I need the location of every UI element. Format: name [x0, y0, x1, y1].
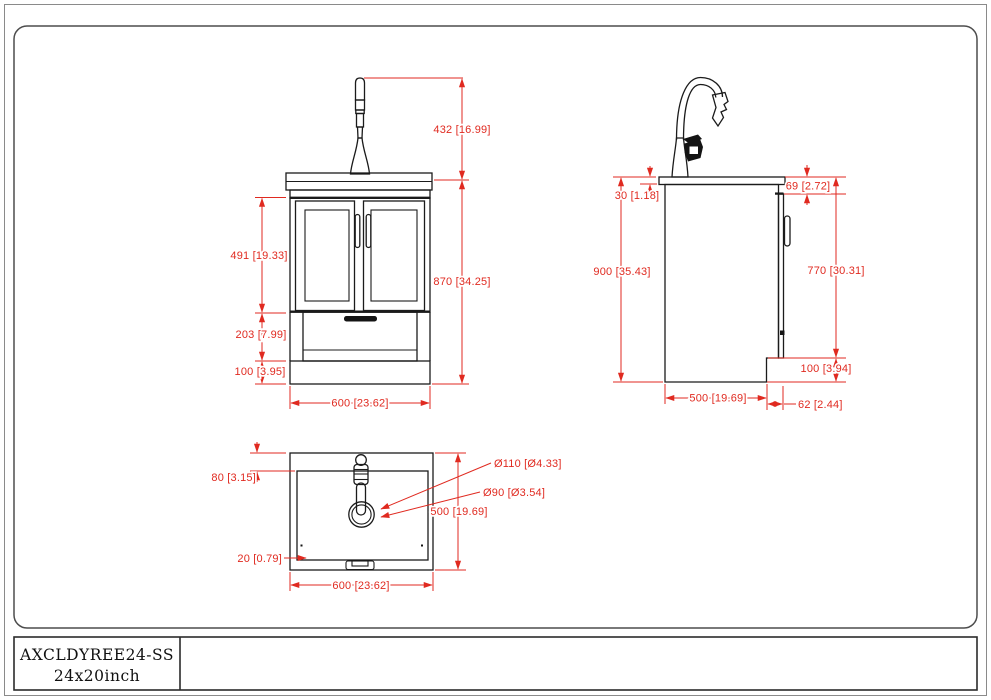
- top-overflow: [345, 560, 375, 571]
- dim-side-depth: 500 [19.69]: [689, 393, 746, 405]
- dim-side-toekick-height: 100 [3.94]: [801, 363, 852, 375]
- side-faucet: [671, 76, 729, 178]
- dim-top-back-rim: 80 [3.15]: [211, 472, 256, 484]
- model-number: AXCLDYREE24-SS: [19, 646, 174, 664]
- dim-top-depth: 500 [19.69]: [430, 506, 487, 518]
- title-table: [13, 636, 978, 691]
- dim-side-door-height: 770 [30.31]: [807, 265, 864, 277]
- side-countertop: [658, 176, 786, 186]
- title-block: AXCLDYREE24-SS 24x20inch: [13, 636, 978, 691]
- dim-front-door-section: 491 [19.33]: [230, 250, 287, 262]
- side-door-handle: [783, 215, 791, 247]
- dim-front-width: 600 [23.62]: [331, 398, 388, 410]
- dim-front-overall-height: 870 [34.25]: [433, 276, 490, 288]
- dim-side-overall-height: 900 [35.43]: [593, 266, 650, 278]
- drawer-handle: [344, 316, 377, 322]
- front-view: 432 [16.99] 870 [34.25] 491 [19.33] 203 …: [229, 77, 492, 411]
- door-bumper: [780, 330, 785, 335]
- dim-side-toekick-recess: 62 [2.44]: [798, 399, 843, 411]
- dim-front-drawer-section: 203 [7.99]: [236, 329, 287, 341]
- top-view: 80 [3.15] 20 [0.79] Ø110 [Ø4.33] Ø90 [Ø3…: [210, 442, 563, 594]
- side-cabinet-body: [664, 183, 780, 383]
- front-doors: [289, 197, 431, 313]
- side-dimensions: 30 [1.18] 69 [2.72] 900 [35.43] 770 [30.…: [592, 165, 866, 413]
- left-door-handle: [354, 213, 361, 249]
- side-door: [775, 192, 791, 359]
- front-plinth: [289, 360, 431, 385]
- top-basin: [296, 470, 429, 561]
- dim-top-hole-outer: Ø110 [Ø4.33]: [494, 458, 562, 470]
- dim-top-width: 600 [23.62]: [332, 580, 389, 592]
- top-faucet: [353, 454, 369, 516]
- dim-top-hole-inner: Ø90 [Ø3.54]: [483, 487, 545, 499]
- dim-top-front-rim: 20 [0.79]: [237, 553, 282, 565]
- top-dimensions: 80 [3.15] 20 [0.79] Ø110 [Ø4.33] Ø90 [Ø3…: [210, 442, 563, 594]
- dim-front-base-height: 100 [3.95]: [235, 366, 286, 378]
- dim-front-faucet-height: 432 [16.99]: [433, 124, 490, 136]
- dim-side-counter-thickness: 30 [1.18]: [615, 190, 660, 202]
- top-drain: [348, 501, 375, 528]
- faucet-lever: [683, 134, 702, 144]
- right-door-handle: [365, 213, 372, 249]
- inner-border: [13, 25, 978, 629]
- model-size: 24x20inch: [54, 667, 140, 685]
- front-dimensions: 432 [16.99] 870 [34.25] 491 [19.33] 203 …: [229, 77, 492, 411]
- side-view: 30 [1.18] 69 [2.72] 900 [35.43] 770 [30.…: [592, 76, 866, 413]
- front-faucet: [349, 77, 371, 175]
- front-drawer: [289, 311, 431, 385]
- outer-border: [4, 4, 987, 696]
- dim-side-counter-gap: 69 [2.72]: [786, 181, 831, 193]
- front-countertop: [285, 172, 433, 199]
